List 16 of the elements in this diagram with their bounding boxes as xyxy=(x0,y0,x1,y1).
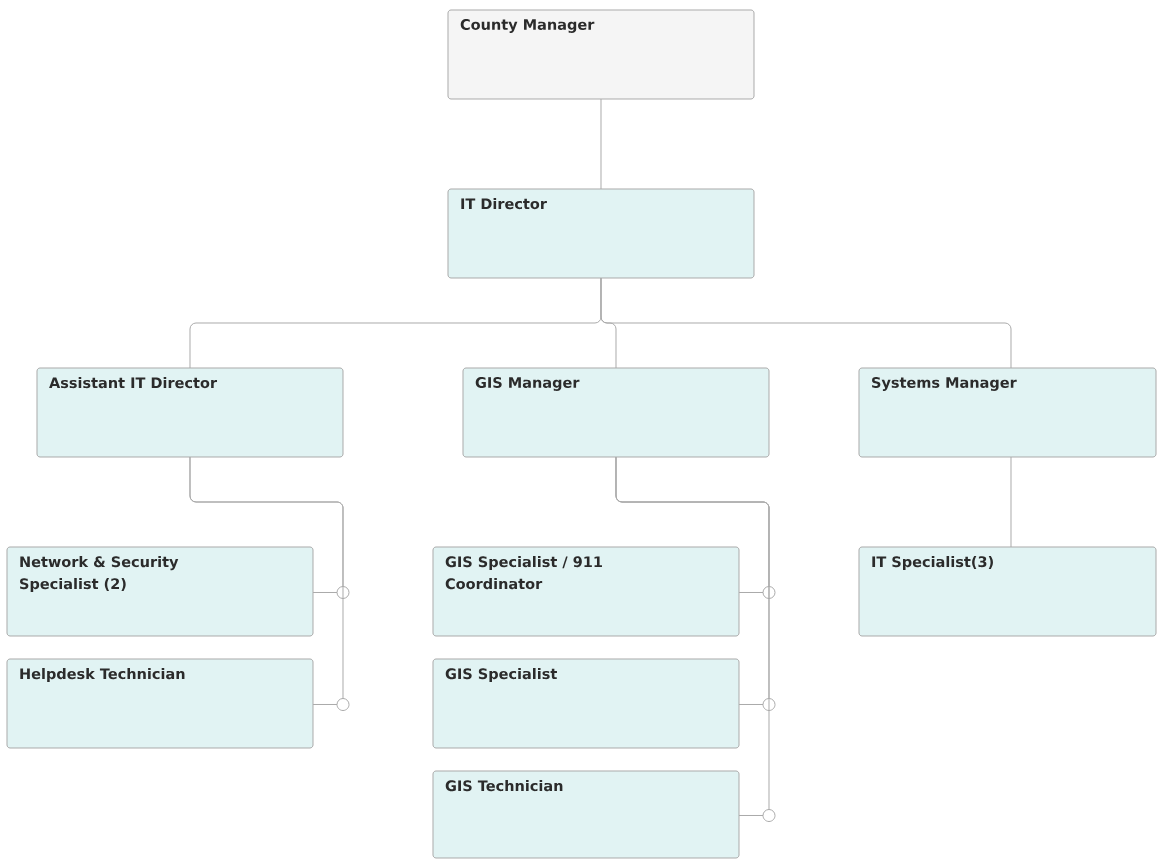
role-box: IT Specialist(3) xyxy=(858,546,1157,637)
role-box: GIS Technician xyxy=(432,770,740,859)
role-box: IT Director xyxy=(447,188,755,279)
role-box: Systems Manager xyxy=(858,367,1157,458)
connector xyxy=(189,456,350,711)
role-box: Helpdesk Technician xyxy=(6,658,314,749)
role-box: County Manager xyxy=(447,9,755,100)
connector xyxy=(1010,456,1012,548)
connector xyxy=(615,456,776,822)
role-box: Network & Security Specialist (2) xyxy=(6,546,314,637)
role-box: GIS Manager xyxy=(462,367,770,458)
connector xyxy=(600,98,602,190)
connector xyxy=(600,277,1012,369)
role-box: Assistant IT Director xyxy=(36,367,344,458)
role-box: GIS Specialist xyxy=(432,658,740,749)
role-box: GIS Specialist / 911 Coordinator xyxy=(432,546,740,637)
